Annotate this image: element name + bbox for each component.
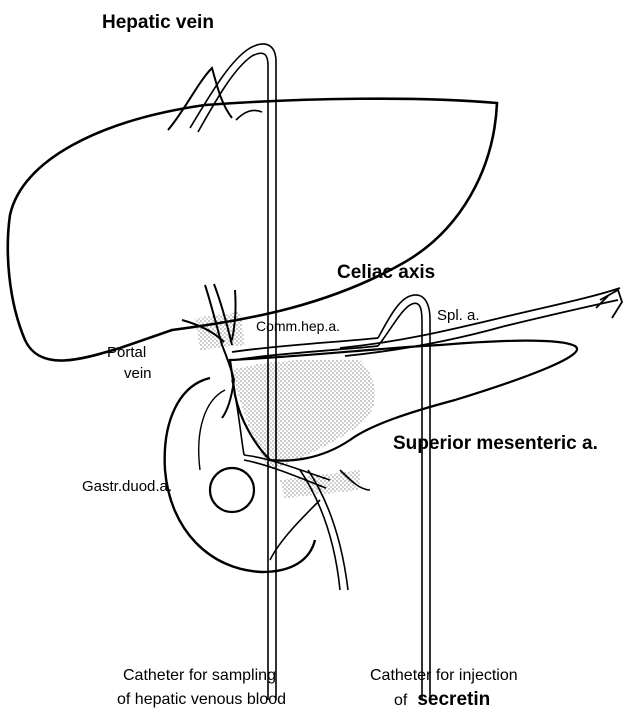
splenic-artery: [340, 288, 622, 356]
hepatic-vein-label: Hepatic vein: [102, 12, 214, 33]
portal-vein-label-line2: vein: [124, 365, 152, 382]
sampling-caption-line2: of hepatic venous blood: [117, 691, 286, 708]
splenic-artery-label: Spl. a.: [437, 307, 480, 324]
common-hepatic-artery: [232, 338, 378, 360]
superior-mesenteric-artery-label: Superior mesenteric a.: [393, 433, 598, 454]
pancreas-head-stipple: [232, 359, 375, 470]
portal-vein: [182, 284, 236, 418]
common-hepatic-artery-label: Comm.hep.a.: [256, 318, 340, 334]
celiac-axis: [378, 295, 430, 700]
injection-caption-line1: Catheter for injection: [370, 667, 518, 684]
ampulla-circle: [210, 468, 254, 512]
injection-caption-line2: of secretin: [394, 689, 490, 710]
injection-caption-prefix: of: [394, 692, 408, 709]
liver-outline: [8, 99, 497, 361]
portal-vein-label-line1: Portal: [107, 344, 146, 361]
duodenum-inner: [199, 390, 225, 470]
gastroduodenal-artery-label: Gastr.duod.a.: [82, 478, 172, 495]
injection-caption-secretin: secretin: [417, 689, 490, 710]
celiac-axis-label: Celiac axis: [337, 262, 435, 283]
sampling-caption-line1: Catheter for sampling: [123, 667, 276, 684]
